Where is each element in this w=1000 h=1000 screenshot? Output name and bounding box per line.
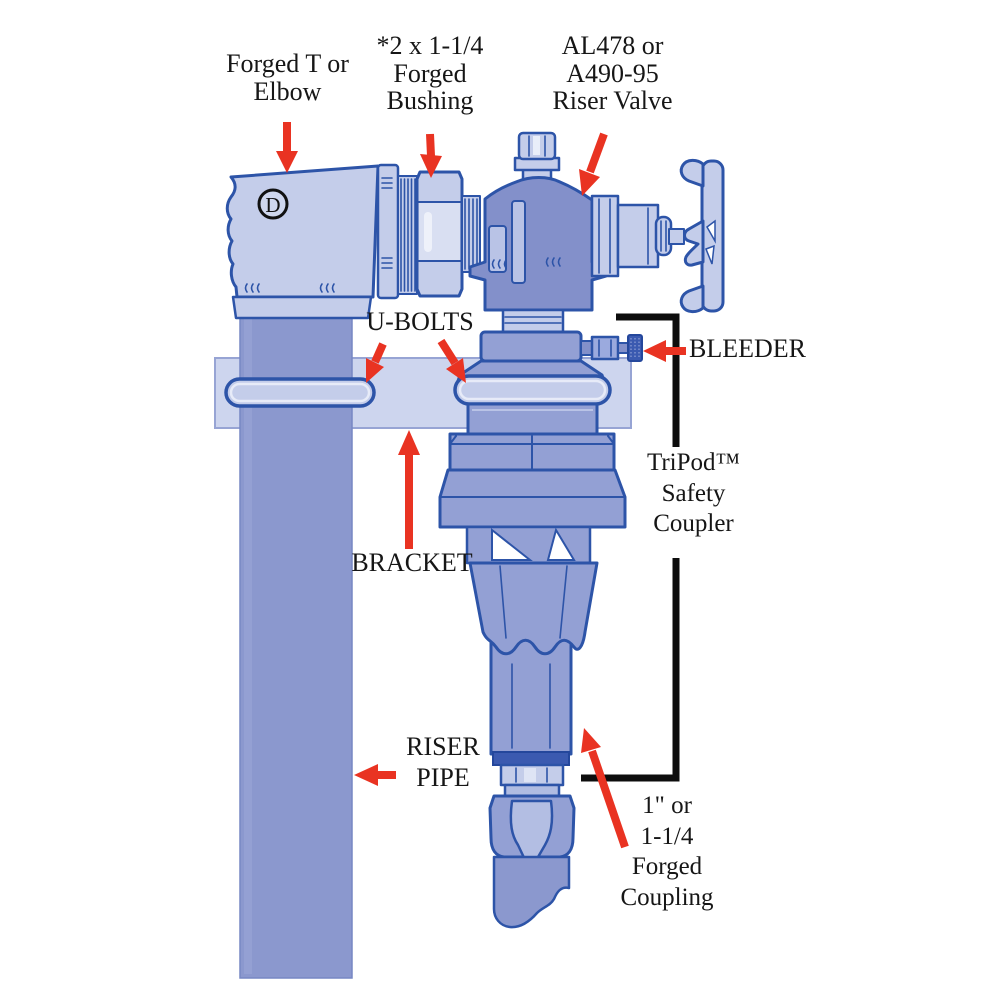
bleeder-valve	[580, 334, 643, 362]
elbow-cast-marks	[244, 283, 335, 293]
valve-cast-marks	[491, 257, 561, 269]
label-u-bolts: U-BOLTS	[366, 307, 474, 336]
riser-valve-body	[468, 176, 608, 312]
elbow-collar	[376, 163, 400, 300]
label-bleeder: BLEEDER	[689, 334, 806, 363]
arrow-riser-valve	[579, 132, 608, 196]
d-marker-letter: D	[265, 193, 280, 217]
arrow-ubolt-right	[437, 338, 466, 383]
arrow-forged-t	[276, 122, 298, 173]
arrow-bracket	[398, 430, 420, 549]
arrow-riser-pipe	[354, 764, 396, 786]
coupler-ring	[466, 402, 599, 437]
tripod-struts	[465, 525, 592, 565]
coupler-neck	[479, 308, 583, 363]
forged-coupling	[488, 751, 576, 869]
label-forged-t-elbow: Forged T or Elbow	[226, 49, 349, 106]
arrows	[276, 122, 686, 849]
u-bolt-coupler	[453, 374, 612, 406]
label-riser-valve: AL478 or A490-95 Riser Valve	[552, 31, 673, 116]
pipe-threads-right	[461, 195, 481, 273]
forged-t-elbow: D	[225, 163, 400, 320]
label-forged-coupling: 1" or 1-1/4 Forged Coupling	[620, 792, 714, 911]
forged-bushing-hex	[415, 170, 464, 298]
arrow-bleeder	[643, 340, 686, 362]
pipe-stub	[492, 855, 571, 929]
coupler-cone	[468, 561, 599, 656]
valve-outlet	[590, 194, 685, 278]
arrow-coupling	[581, 728, 629, 849]
d-marker: D	[257, 188, 289, 220]
label-tripod-safety-coupler: TriPod™ Safety Coupler	[646, 449, 741, 537]
pipe-threads-left	[397, 175, 418, 295]
arrow-ubolt-left	[366, 342, 387, 383]
coupler-hex	[448, 432, 616, 473]
label-riser-pipe: RISER PIPE	[406, 732, 480, 793]
arrow-bushing	[420, 133, 442, 178]
collar-marks	[381, 177, 393, 269]
handwheel	[679, 158, 725, 314]
coupler-barrel	[489, 634, 573, 756]
tripod-pointer-lines	[581, 313, 680, 782]
label-bracket: BRACKET	[351, 548, 473, 577]
riser-pipe	[239, 305, 353, 979]
coupler-flare	[438, 468, 627, 529]
label-forged-bushing: *2 x 1-1/4 Forged Bushing	[376, 31, 484, 116]
u-bolt-pipe	[224, 377, 376, 408]
